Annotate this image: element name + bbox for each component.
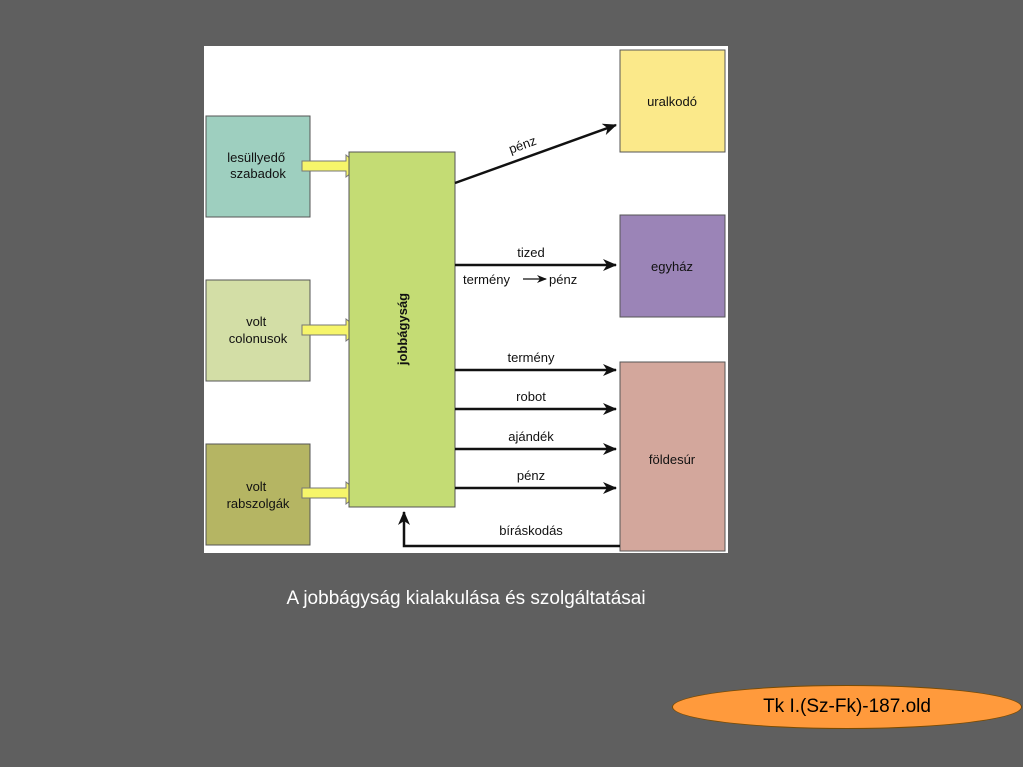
flow-label-ajandek: ajándék	[508, 429, 554, 444]
source-label-colonusok-line2: colonusok	[229, 331, 288, 346]
center-label: jobbágyság	[395, 293, 410, 366]
target-box-foldesur	[619, 361, 726, 552]
source-label-lesullyedo-line1: lesüllyedő	[227, 150, 285, 165]
target-label-uralkodo: uralkodó	[647, 94, 697, 109]
source-box-rabszolgak	[205, 443, 311, 546]
source-label-colonusok-line1: volt	[246, 314, 267, 329]
flow-arrow-biraskodas	[398, 511, 620, 548]
target-box-egyhaz	[619, 214, 726, 318]
center-box-jobbagysag	[348, 151, 456, 508]
svg-text:volt colonusok: volt colonusok	[229, 314, 288, 346]
source-label-rabszolgak-line1: volt	[246, 479, 267, 494]
flow-label-robot: robot	[516, 389, 546, 404]
flow-label-penz-foldesur: pénz	[517, 468, 545, 483]
reference-text: Tk I.(Sz-Fk)-187.old	[763, 696, 931, 717]
svg-text:volt rabszolgák: volt rabszolgák	[227, 479, 290, 511]
flow-label-tized: tized	[517, 245, 544, 260]
source-label-rabszolgak-line2: rabszolgák	[227, 496, 290, 511]
target-label-foldesur: földesúr	[649, 452, 696, 467]
source-box-lesullyedo	[205, 115, 311, 218]
flow-arrow-penz-uralkodo	[454, 123, 617, 185]
source-box-colonusok	[205, 279, 311, 382]
target-box-uralkodo	[619, 49, 726, 153]
svg-text:lesüllyedő szabadok: lesüllyedő szabadok	[227, 150, 288, 181]
flow-label-termeny: termény	[508, 350, 555, 365]
target-label-egyhaz: egyház	[651, 259, 693, 274]
flow-label-termeny-a: termény	[463, 272, 510, 287]
source-label-lesullyedo-line2: szabadok	[230, 166, 286, 181]
diagram-caption: A jobbágyság kialakulása és szolgáltatás…	[286, 588, 646, 609]
reference-badge: Tk I.(Sz-Fk)-187.old	[672, 685, 1022, 729]
flow-label-penz-b: pénz	[549, 272, 577, 287]
flow-label-biraskodas: bíráskodás	[499, 523, 563, 538]
